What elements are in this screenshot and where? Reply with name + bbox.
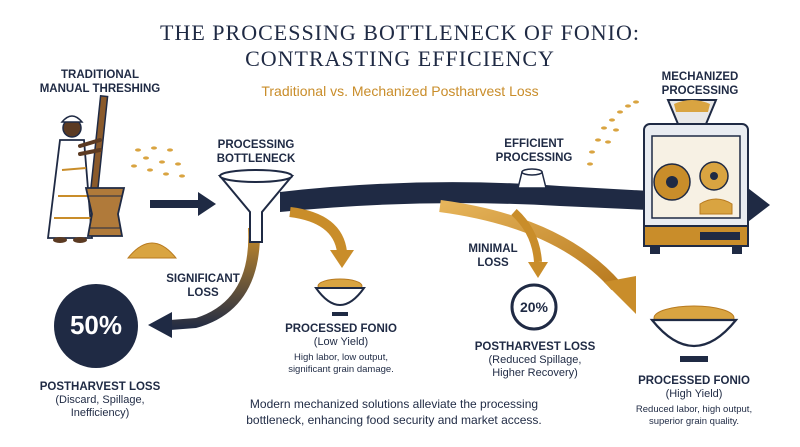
significant-loss-detail-2: Inefficiency) — [70, 407, 130, 419]
minimal-loss-detail-2: Higher Recovery) — [492, 367, 578, 379]
footer-line-2: bottleneck, enhancing food security and … — [246, 413, 542, 427]
arrow-to-low-yield — [289, 207, 354, 268]
low-yield-title: PROCESSED FONIO — [285, 323, 397, 335]
high-yield-detail-2: superior grain quality. — [648, 416, 740, 427]
arrow-to-high-yield — [439, 200, 636, 314]
thresher-machine-icon — [587, 99, 749, 254]
significant-loss-circle — [54, 284, 138, 368]
minimal-loss-circle — [510, 283, 558, 331]
traditional-heading-1: TRADITIONAL — [61, 69, 139, 81]
footer-line-1: Modern mechanized solutions alleviate th… — [249, 397, 539, 411]
minimal-loss-detail-1: (Reduced Spillage, — [488, 354, 582, 366]
subtitle: Traditional vs. Mechanized Postharvest L… — [261, 83, 539, 99]
woman-pounding-mortar-icon — [46, 94, 185, 259]
significant-loss-label-1: SIGNIFICANT — [166, 273, 240, 285]
minimal-loss-arrow — [511, 209, 548, 278]
efficient-heading-2: PROCESSING — [495, 152, 573, 164]
arrow-to-funnel — [150, 192, 216, 216]
grain-bowl-icon-low — [314, 278, 366, 316]
funnel-icon — [217, 169, 295, 243]
low-yield-detail-1: High labor, low output, — [293, 352, 388, 363]
low-yield-subtitle: (Low Yield) — [313, 336, 369, 348]
minimal-loss-percent: 20% — [519, 299, 549, 315]
grain-bowl-icon-high — [649, 305, 739, 362]
significant-loss-title: POSTHARVEST LOSS — [39, 381, 161, 393]
significant-loss-percent: 50% — [69, 310, 123, 340]
bottleneck-heading-2: BOTTLENECK — [216, 153, 296, 165]
mechanized-heading-1: MECHANIZED — [661, 71, 739, 83]
title-line-2: CONTRASTING EFFICIENCY — [245, 46, 555, 71]
minimal-loss-title: POSTHARVEST LOSS — [474, 341, 596, 353]
mechanized-heading-2: PROCESSING — [661, 85, 739, 97]
high-yield-subtitle: (High Yield) — [665, 388, 723, 400]
minimal-loss-label-2: LOSS — [477, 257, 509, 269]
efficient-heading-1: EFFICIENT — [504, 138, 564, 150]
bottleneck-heading-1: PROCESSING — [217, 139, 295, 151]
high-yield-title: PROCESSED FONIO — [638, 375, 750, 387]
minimal-loss-label-1: MINIMAL — [468, 243, 518, 255]
significant-loss-detail-1: (Discard, Spillage, — [55, 394, 145, 406]
low-yield-detail-2: significant grain damage. — [288, 364, 394, 375]
efficient-funnel-icon — [517, 168, 547, 189]
significant-loss-label-2: LOSS — [187, 287, 219, 299]
title-line-1: THE PROCESSING BOTTLENECK OF FONIO: — [160, 20, 640, 45]
high-yield-detail-1: Reduced labor, high output, — [635, 404, 753, 415]
traditional-heading-2: MANUAL THRESHING — [39, 83, 161, 95]
